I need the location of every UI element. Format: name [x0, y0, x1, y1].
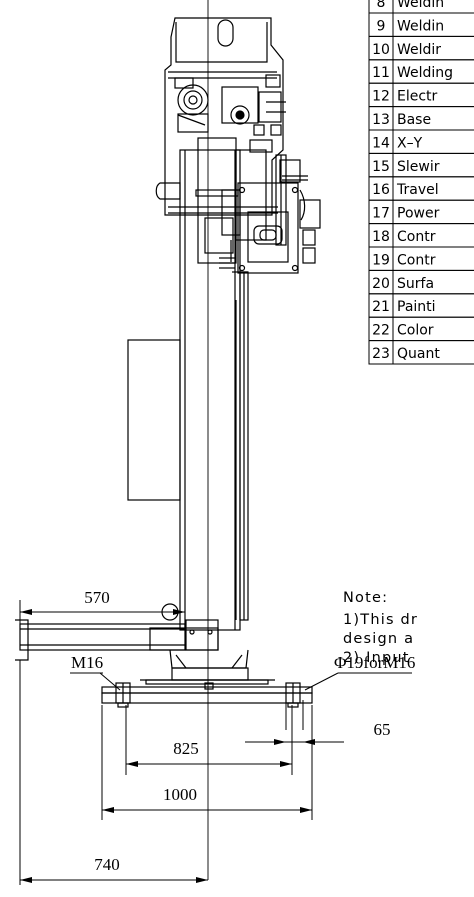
table-row: 19 Contr	[368, 246, 474, 271]
note-line-3: 2) Input	[343, 650, 410, 666]
table-cell-number: 19	[372, 252, 390, 268]
table-cell-description: Slewir	[397, 159, 440, 175]
note-line-1: 1)This dr	[343, 612, 418, 628]
table-cell-number: 16	[372, 182, 390, 198]
table-cell-description: Weldin	[397, 0, 444, 11]
note-title: Note:	[343, 590, 388, 606]
table-cell-description: Color	[397, 323, 434, 339]
dim-hole-spec: Φ19forM16	[334, 653, 415, 672]
electric-cabinet	[127, 339, 181, 501]
table-cell-description: Contr	[397, 229, 436, 245]
table-cell-description: Surfa	[397, 276, 434, 292]
table-cell-number: 12	[372, 89, 390, 105]
table-cell-number: 17	[372, 206, 390, 222]
table-row: 11 Welding	[368, 59, 474, 84]
carriage-slot	[217, 19, 234, 47]
reducer-box	[221, 86, 259, 124]
table-row: 17 Power	[368, 199, 474, 225]
boom-bracket	[155, 182, 181, 200]
dim-740: 740	[94, 855, 120, 874]
column	[179, 149, 241, 631]
table-row: 20 Surfa	[368, 269, 474, 295]
table-row: 9 Weldin	[368, 12, 474, 37]
table-cell-number: 21	[372, 299, 390, 315]
table-cell-number: 23	[372, 346, 390, 362]
notes: Note: 1)This dr design a 2) Input	[343, 590, 418, 666]
table-cell-description: Weldin	[397, 18, 444, 34]
table-cell-number: 11	[372, 65, 390, 81]
table-row: 18 Contr	[368, 223, 474, 248]
dimension-labels: 570 M16 Φ19forM16 65 825 1000 740	[71, 588, 415, 874]
table-cell-description: Painti	[397, 299, 436, 315]
cross-slide	[235, 149, 267, 241]
table-cell-description: Contr	[397, 252, 436, 268]
table-cell-description: Quant	[397, 346, 440, 362]
table-row: 21 Painti	[368, 293, 474, 318]
table-cell-description: Electr	[397, 89, 438, 105]
dim-m16: M16	[71, 653, 103, 672]
table-cell-number: 8	[377, 0, 386, 11]
table-cell-description: Welding	[397, 65, 453, 81]
table-cell-number: 10	[372, 42, 390, 58]
table-cell-number: 20	[372, 276, 390, 292]
table-cell-description: Travel	[396, 182, 439, 198]
lift-motor	[197, 137, 237, 264]
table-row: 12 Electr	[368, 82, 474, 108]
table-row: 14 X–Y	[368, 129, 474, 154]
dim-570: 570	[84, 588, 110, 607]
column-boom-machine	[15, 0, 321, 880]
table-row: 13 Base	[368, 106, 474, 131]
note-line-2: design a	[343, 631, 414, 647]
dim-1000: 1000	[163, 785, 197, 804]
table-row: 16 Travel	[368, 176, 474, 201]
table-row: 23 Quant	[368, 340, 474, 365]
table-cell-number: 9	[377, 18, 386, 34]
table-cell-number: 13	[372, 112, 390, 128]
table-cell-description: Power	[397, 206, 440, 222]
table-row: 8 Weldin	[368, 0, 474, 14]
table-row-border	[368, 340, 474, 365]
base-plate	[101, 686, 313, 694]
table-cell-description: X–Y	[397, 135, 423, 151]
dim-825: 825	[173, 739, 199, 758]
table-cell-description: Base	[397, 112, 431, 128]
table-cell-number: 18	[372, 229, 390, 245]
table-cell-number: 15	[372, 159, 390, 175]
dimensions	[19, 600, 412, 885]
table-cell-number: 14	[372, 135, 390, 151]
table-cell-number: 22	[372, 323, 390, 339]
table-row: 22 Color	[368, 316, 474, 342]
table-row: 15 Slewir	[368, 152, 474, 178]
slewing-base	[169, 649, 249, 669]
dim-65: 65	[374, 720, 391, 739]
table-cell-description: Weldir	[397, 42, 441, 58]
welding-head	[237, 182, 299, 274]
table-row: 10 Weldir	[368, 35, 474, 61]
